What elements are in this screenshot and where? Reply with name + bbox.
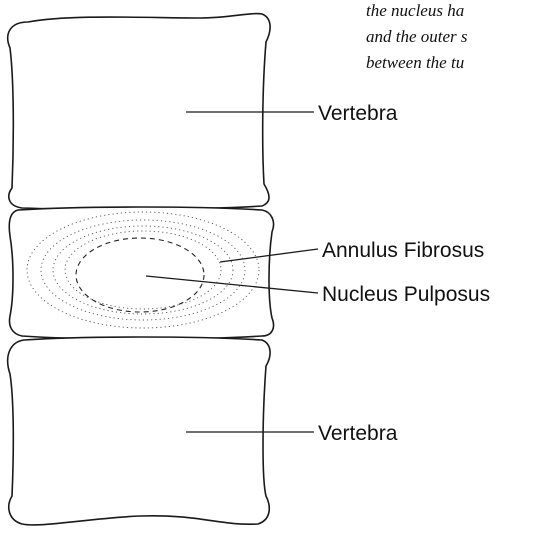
label-vertebra-lower: Vertebra [318, 422, 398, 445]
label-annulus-fibrosus: Annulus Fibrosus [322, 239, 484, 262]
caption-fragment: the nucleus ha and the outer s between t… [366, 1, 468, 72]
label-vertebra-upper: Vertebra [318, 102, 398, 125]
lower-vertebra [8, 337, 270, 525]
intervertebral-disc [9, 207, 273, 339]
caption-line-1: the nucleus ha [366, 1, 464, 20]
label-nucleus-pulposus: Nucleus Pulposus [322, 283, 490, 306]
caption-line-3: between the tu [366, 53, 464, 72]
caption-line-2: and the outer s [366, 27, 468, 46]
